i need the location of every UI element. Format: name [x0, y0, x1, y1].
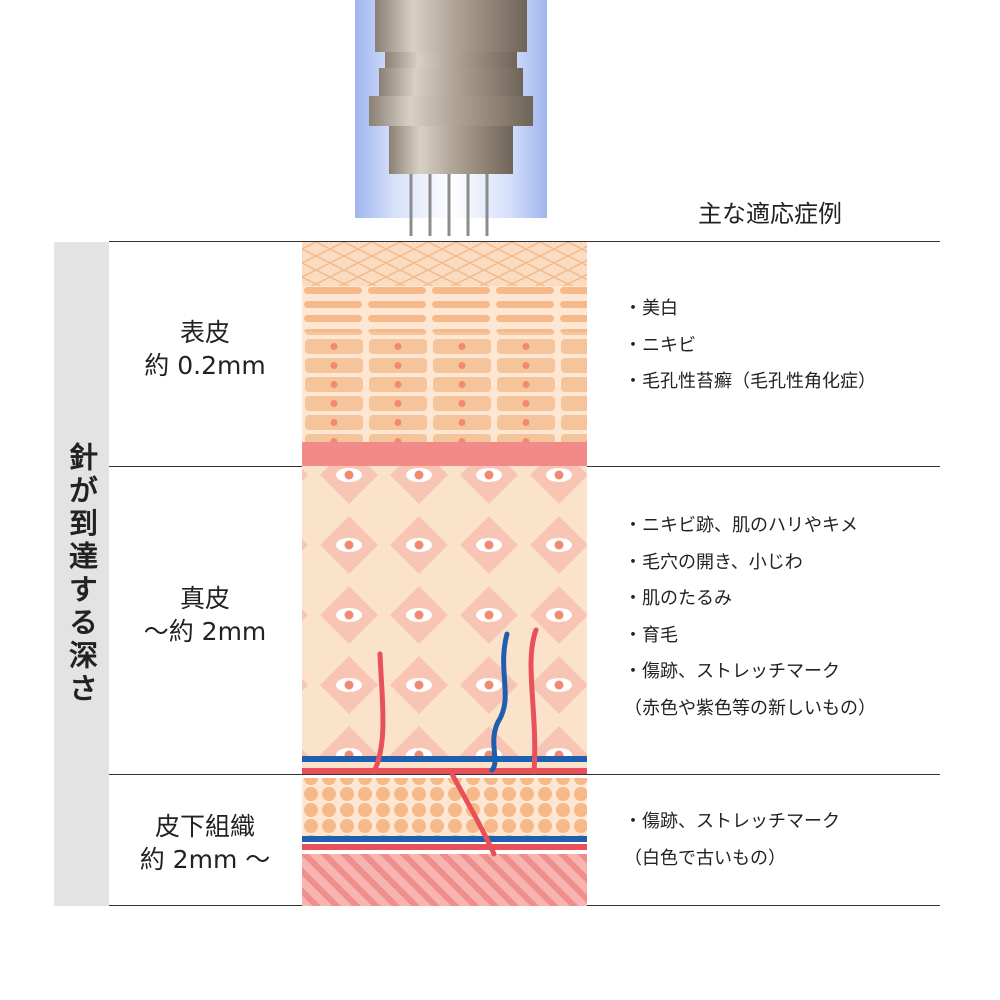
divider-dermis-subcutis: [109, 774, 940, 775]
skin-cross-section-illustration: [302, 242, 587, 906]
list-item: ・美白: [624, 298, 678, 319]
epidermis-cases-list: ・美白 ・ニキビ ・毛孔性苔癬（毛孔性角化症）: [624, 291, 876, 401]
list-item: ・毛穴の開き、小じわ: [624, 551, 803, 573]
indications-header: 主な適応症例: [698, 200, 842, 228]
list-item: ・肌のたるみ: [624, 588, 732, 609]
layer-epidermis-depth: 約 0.2mm: [144, 351, 266, 380]
list-item: ・毛孔性苔癬（毛孔性角化症）: [624, 371, 876, 392]
layer-subcutis-depth: 約 2mm ～: [139, 845, 271, 874]
side-label-text: 針が到達する深さ: [64, 442, 99, 706]
list-item: ・傷跡、ストレッチマーク: [624, 811, 840, 832]
side-label-background: [54, 242, 109, 906]
side-label: 針が到達する深さ: [54, 242, 109, 906]
layer-subcutis-name: 皮下組織: [154, 812, 255, 841]
list-item: ・育毛: [624, 624, 678, 646]
layer-subcutis-label: 皮下組織 約 2mm ～: [110, 810, 300, 876]
list-item: ・傷跡、ストレッチマーク: [624, 661, 840, 682]
layer-epidermis-label: 表皮 約 0.2mm: [110, 316, 300, 382]
divider-top: [109, 241, 940, 242]
subcutis-cases-list: ・傷跡、ストレッチマーク （白色で古いもの）: [624, 804, 840, 877]
layer-epidermis-name: 表皮: [179, 318, 230, 347]
list-item: （赤色や紫色等の新しいもの）: [624, 697, 876, 719]
layer-dermis-label: 真皮 ～約 2mm: [110, 582, 300, 648]
layer-dermis-depth: ～約 2mm: [143, 617, 267, 646]
layer-dermis-name: 真皮: [179, 584, 230, 613]
list-item: （白色で古いもの）: [624, 847, 786, 869]
microneedle-device-illustration: [355, 0, 547, 236]
dermis-cases-list: ・ニキビ跡、肌のハリやキメ ・毛穴の開き、小じわ ・肌のたるみ ・育毛 ・傷跡、…: [624, 508, 876, 727]
list-item: ・ニキビ: [624, 334, 696, 356]
list-item: ・ニキビ跡、肌のハリやキメ: [624, 515, 858, 536]
